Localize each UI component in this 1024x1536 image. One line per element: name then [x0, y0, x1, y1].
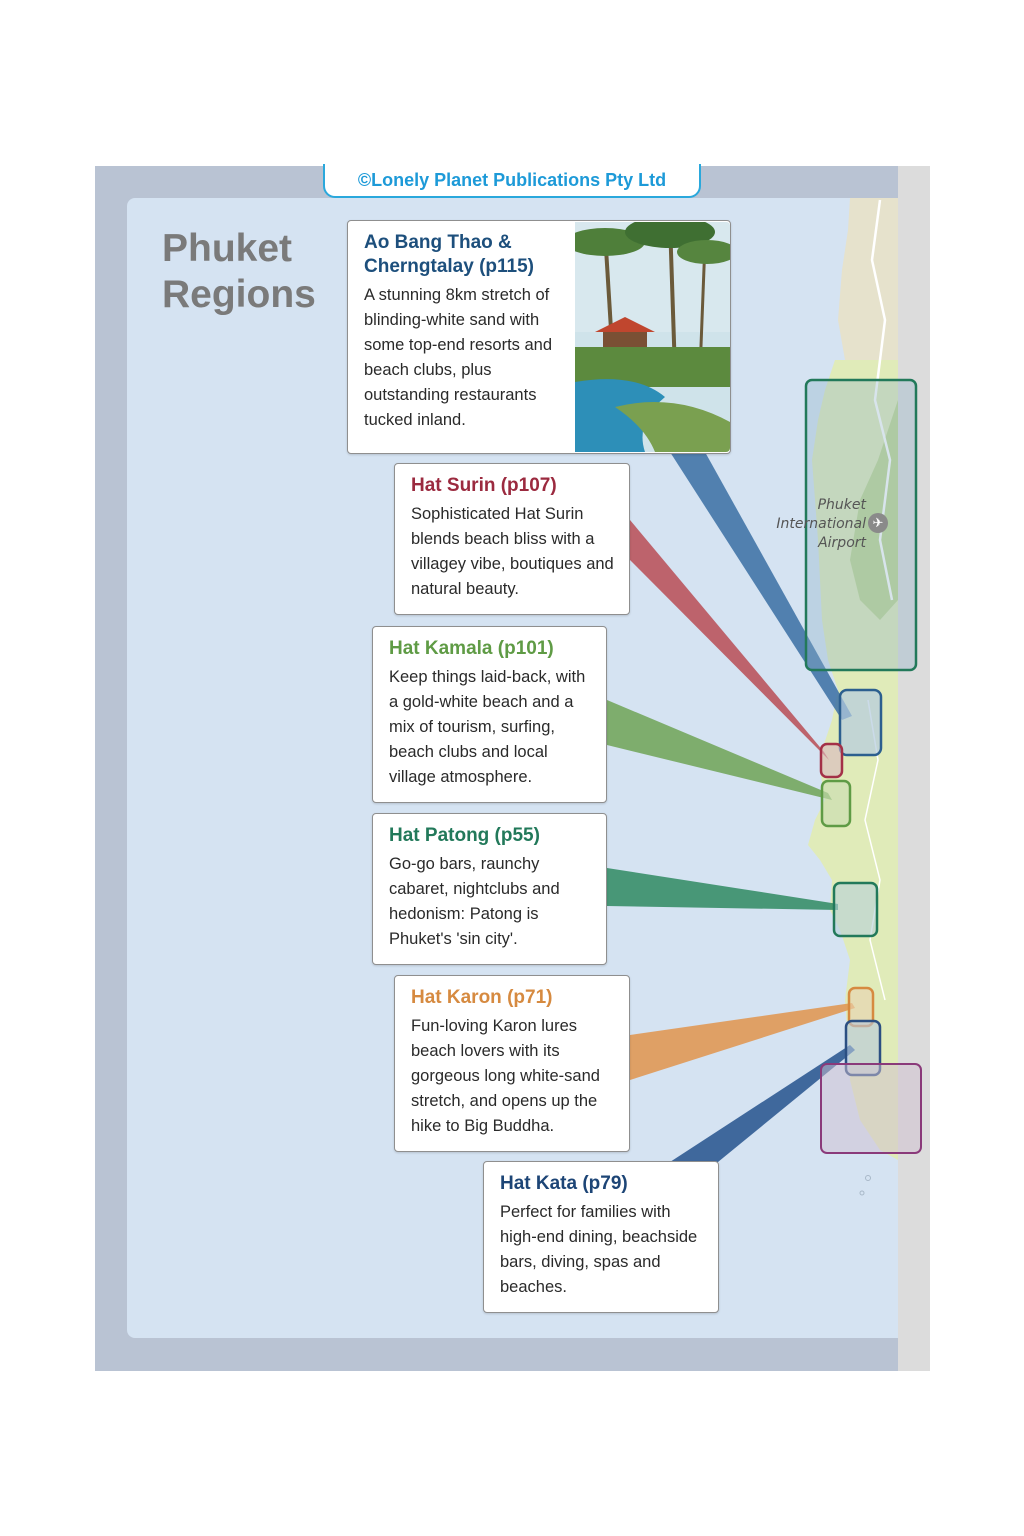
- region-box-patong: [832, 881, 879, 938]
- region-description: A stunning 8km stretch of blinding-white…: [364, 286, 553, 429]
- region-title: Hat Surin (p107): [411, 475, 557, 496]
- north-land: [838, 198, 898, 400]
- page-title: Phuket Regions: [162, 226, 332, 318]
- region-box-south: [820, 1063, 922, 1154]
- region-title: Ao Bang Thao & Cherngtalay (p115): [364, 232, 534, 277]
- resort-pool-photo: [575, 222, 730, 452]
- region-card-patong[interactable]: Hat Patong (p55) Go-go bars, raunchy cab…: [372, 813, 607, 965]
- region-box-ao-bang-thao: [838, 688, 883, 757]
- region-card-kata[interactable]: Hat Kata (p79) Perfect for families with…: [483, 1161, 719, 1313]
- region-description: Sophisticated Hat Surin blends beach bli…: [411, 505, 614, 598]
- region-description: Go-go bars, raunchy cabaret, nightclubs …: [389, 855, 560, 948]
- region-title: Hat Kata (p79): [500, 1173, 628, 1194]
- region-box-kamala: [820, 779, 852, 828]
- airplane-icon: ✈: [868, 513, 888, 533]
- copyright-credit: ©Lonely Planet Publications Pty Ltd: [323, 164, 701, 198]
- region-card-kamala[interactable]: Hat Kamala (p101) Keep things laid-back,…: [372, 626, 607, 803]
- connector-karon: [630, 1003, 855, 1080]
- connector-surin: [630, 520, 829, 760]
- title-line-2: Regions: [162, 273, 316, 316]
- airport-label: Phuket International Airport: [776, 497, 866, 551]
- title-line-1: Phuket: [162, 227, 293, 270]
- region-card-surin[interactable]: Hat Surin (p107) Sophisticated Hat Surin…: [394, 463, 630, 615]
- connector-kamala: [607, 700, 832, 800]
- region-card-karon[interactable]: Hat Karon (p71) Fun-loving Karon lures b…: [394, 975, 630, 1152]
- region-description: Keep things laid-back, with a gold-white…: [389, 668, 586, 786]
- region-description: Perfect for families with high-end dinin…: [500, 1203, 698, 1296]
- region-box-surin: [819, 742, 844, 779]
- region-title: Hat Kamala (p101): [389, 638, 554, 659]
- connector-patong: [607, 868, 838, 910]
- region-title: Hat Karon (p71): [411, 987, 553, 1008]
- page-frame-edge: [898, 166, 930, 1371]
- region-box-airport: [804, 378, 918, 672]
- region-title: Hat Patong (p55): [389, 825, 540, 846]
- region-description: Fun-loving Karon lures beach lovers with…: [411, 1017, 600, 1135]
- connector-kata: [670, 1045, 855, 1162]
